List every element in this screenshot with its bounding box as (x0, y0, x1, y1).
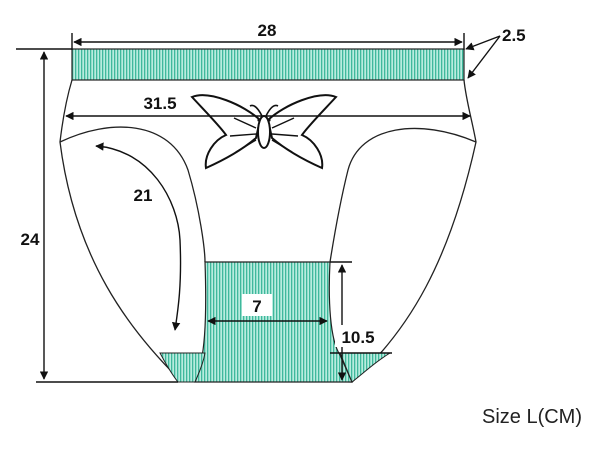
leg-opening-dimline (95, 142, 182, 331)
crotch-gusset (194, 261, 353, 383)
left-trim (159, 352, 206, 383)
waistband (71, 48, 465, 81)
crotch-width-label: 7 (252, 297, 261, 316)
total-height-label: 24 (21, 230, 40, 249)
butterfly-icon (190, 94, 338, 170)
waistband-height-pointer-bottom (467, 35, 501, 79)
waistband-width-label: 28 (258, 21, 277, 40)
left-leg-opening (59, 126, 206, 263)
crotch-width-label-bg (242, 294, 272, 316)
hip-width-label: 31.5 (143, 94, 176, 113)
size-label: Size L(CM) (482, 406, 582, 428)
right-leg-opening (329, 127, 477, 263)
crotch-length-label: 10.5 (341, 328, 374, 347)
leg-opening-label: 21 (134, 186, 153, 205)
crotch-length-label-bg (335, 325, 381, 347)
waistband-height-pointer-top (465, 35, 501, 51)
waistband-height-label: 2.5 (502, 26, 526, 45)
